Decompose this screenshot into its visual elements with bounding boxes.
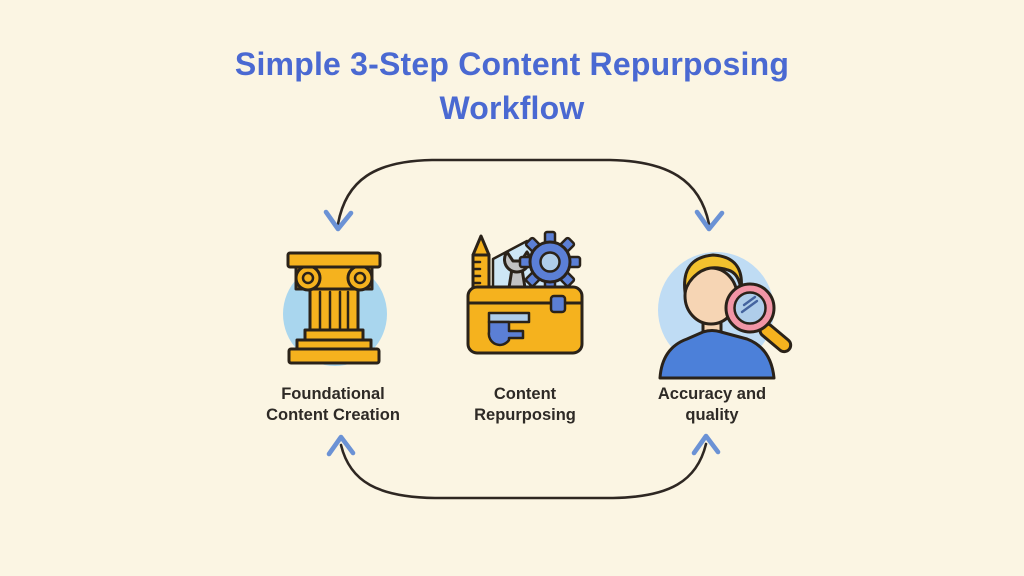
handle-icon — [487, 311, 531, 347]
arrowhead-bottom-left-icon — [326, 434, 356, 457]
latch-icon — [549, 294, 567, 314]
step-foundational-content-creation — [270, 242, 400, 377]
page-title-line1: Simple 3-Step Content Repurposing — [234, 46, 790, 82]
arrowhead-top-right-icon — [694, 209, 725, 232]
step-content-repurposing — [455, 225, 595, 370]
magnifier-icon — [724, 282, 793, 354]
arrowhead-bottom-right-icon — [691, 433, 721, 456]
toolbox-body — [466, 285, 584, 355]
page-title-line2: Workflow — [439, 90, 585, 126]
step-accuracy-and-quality — [645, 240, 795, 385]
top-arc-line — [336, 158, 711, 226]
greek-column-icon — [283, 251, 387, 366]
step-label-accuracy: Accuracy and quality — [657, 385, 767, 424]
toolbox-icon — [466, 230, 584, 355]
bottom-arc-line — [339, 442, 708, 500]
ruler-icon — [471, 234, 491, 257]
step-label-foundational: Foundational Content Creation — [266, 385, 400, 424]
person-magnifier-icon — [658, 252, 793, 380]
step-label-repurposing: Content Repurposing — [474, 385, 576, 424]
arrowhead-top-left-icon — [323, 209, 354, 232]
shirt — [658, 329, 776, 380]
gear-icon — [518, 230, 582, 294]
hair — [683, 253, 743, 294]
page-title: Simple 3-Step Content Repurposing Workfl… — [0, 42, 1024, 130]
